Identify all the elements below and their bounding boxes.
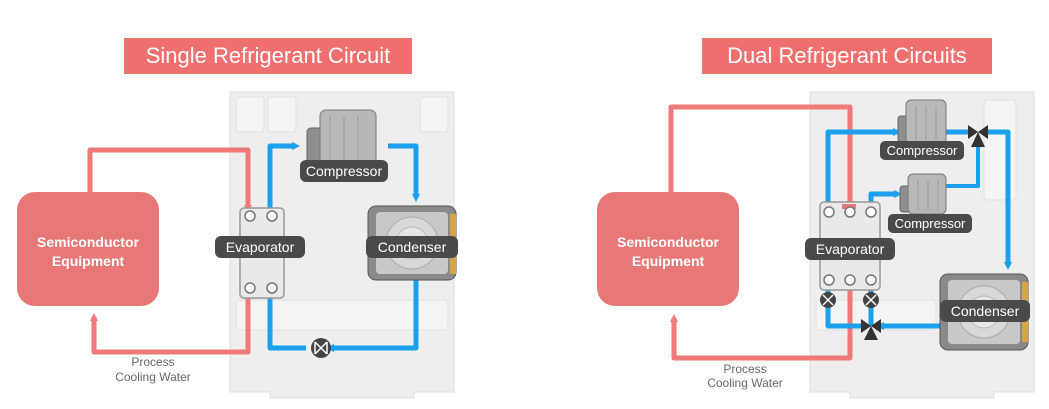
left-cooling-water-loop: Process Cooling Water: [87, 147, 252, 384]
left-condenser: Condenser: [366, 205, 458, 281]
right-semiconductor-equipment: Semiconductor Equipment: [597, 192, 739, 306]
dual-circuit-title: Dual Refrigerant Circuits: [702, 38, 992, 74]
right-condenser: Condenser: [939, 273, 1030, 351]
left-semiconductor-equipment: Semiconductor Equipment: [17, 192, 159, 306]
right-compressor-bottom-label: Compressor: [895, 216, 966, 231]
left-evaporator: Evaporator: [215, 207, 305, 299]
right-condenser-label: Condenser: [951, 303, 1020, 319]
left-compressor: Compressor: [300, 109, 388, 182]
right-refrigerant-loop-a: [825, 128, 1012, 330]
right-evaporator: Evaporator: [805, 201, 895, 291]
right-compressor-bottom: Compressor: [888, 173, 972, 233]
left-condenser-label: Condenser: [378, 239, 447, 255]
right-expansion-valve-b: [863, 292, 879, 308]
right-cooling-water-loop: Process Cooling Water: [668, 104, 854, 390]
left-cabinet: [229, 91, 455, 399]
single-circuit: Semiconductor Equipment Process Cooling …: [17, 91, 458, 399]
right-expansion-valve-a: [820, 292, 836, 308]
single-circuit-title: Single Refrigerant Circuit: [124, 38, 412, 74]
right-water-label-line2: Cooling Water: [707, 376, 783, 390]
left-equipment-label-line2: Equipment: [52, 253, 125, 269]
left-water-label-line2: Cooling Water: [115, 370, 191, 384]
right-three-way-valve-bottom: [861, 319, 881, 340]
right-evaporator-label: Evaporator: [816, 241, 885, 257]
right-equipment-label-line1: Semiconductor: [617, 234, 719, 250]
left-compressor-label: Compressor: [306, 163, 383, 179]
right-equipment-label-line2: Equipment: [632, 253, 705, 269]
right-water-label-line1: Process: [723, 362, 766, 376]
left-evaporator-label: Evaporator: [226, 239, 295, 255]
right-compressor-top: Compressor: [880, 99, 964, 160]
right-compressor-top-label: Compressor: [887, 143, 958, 158]
left-expansion-valve: [311, 338, 331, 358]
left-water-label-line1: Process: [131, 355, 174, 369]
left-refrigerant-loop: [267, 142, 420, 352]
left-equipment-label-line1: Semiconductor: [37, 234, 139, 250]
right-three-way-valve-top: [968, 125, 988, 147]
dual-circuit: Semiconductor Equipment Process Cooling …: [597, 91, 1035, 399]
